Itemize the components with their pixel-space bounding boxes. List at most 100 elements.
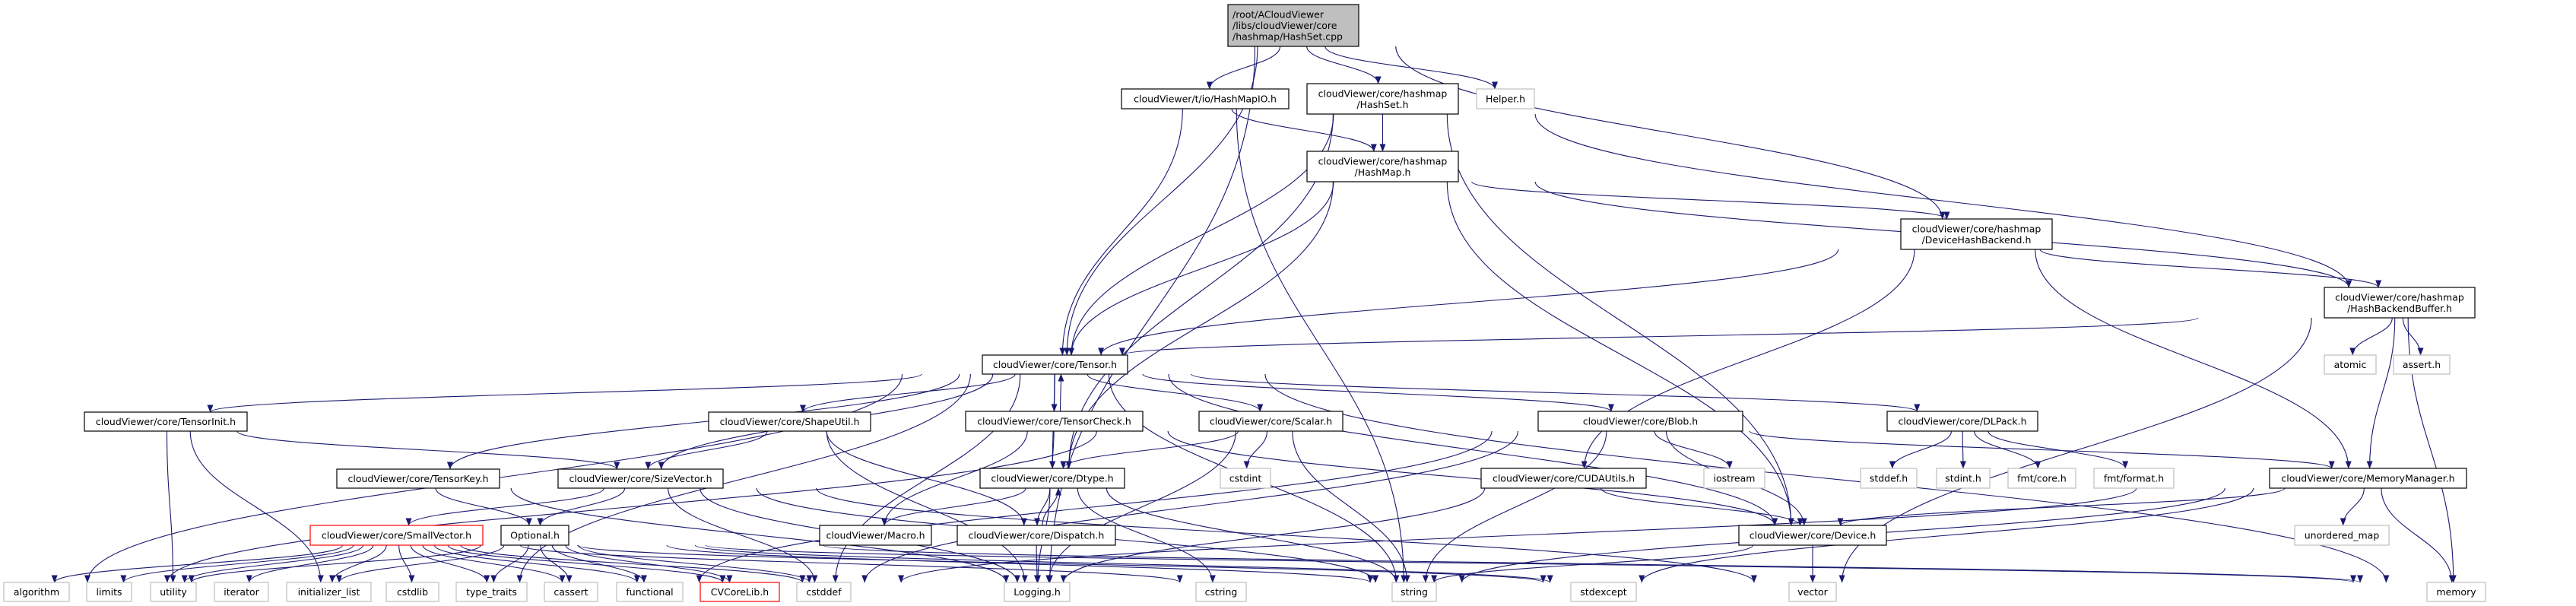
node-stdint[interactable]: stdint.h [1936, 468, 1991, 489]
node-tensorinit[interactable]: cloudViewer/core/TensorInit.h [84, 411, 248, 432]
node-cstdint[interactable]: cstdint [1220, 468, 1271, 489]
edge-tensor-to-scalar [1087, 373, 1264, 412]
edge-smallvector-to-cassert [422, 544, 566, 583]
edge-tensorinit-to-utility [166, 430, 176, 583]
node-initializer_list[interactable]: initializer_list [286, 582, 372, 602]
node-utility[interactable]: utility [150, 582, 197, 602]
node-box [1004, 582, 1071, 602]
node-blob[interactable]: cloudViewer/core/Blob.h [1537, 411, 1743, 432]
node-box [557, 468, 724, 489]
edge-line [398, 544, 415, 583]
edge-devhash-to-hbb [2039, 249, 2381, 288]
node-tensorcheck[interactable]: cloudViewer/core/TensorCheck.h [965, 411, 1144, 432]
edge-hbb-to-tensor [1119, 317, 2199, 356]
node-optional[interactable]: Optional.h [500, 525, 569, 546]
node-functional[interactable]: functional [616, 582, 684, 602]
edge-line [166, 430, 176, 583]
node-cstring[interactable]: cstring [1195, 582, 1247, 602]
node-box [2324, 354, 2377, 375]
node-label: cloudViewer/core/hashmap [1912, 223, 2041, 234]
edge-cudautils-to-logging [1060, 487, 1486, 583]
node-box [1703, 468, 1765, 489]
node-label: utility [160, 586, 187, 598]
node-device[interactable]: cloudViewer/core/Device.h [1738, 525, 1887, 546]
node-cvcorelib[interactable]: CVCoreLib.h [700, 582, 780, 602]
node-cudautils[interactable]: cloudViewer/core/CUDAUtils.h [1480, 468, 1647, 489]
edge-memmgr-to-unordered_map [2340, 487, 2365, 526]
node-cstdlib[interactable]: cstdlib [385, 582, 439, 602]
edge-line [1098, 249, 1839, 356]
edge-line [645, 430, 768, 470]
node-stddef[interactable]: stddef.h [1860, 468, 1918, 489]
node-label: memory [2436, 586, 2476, 598]
node-stdexcept[interactable]: stdexcept [1570, 582, 1637, 602]
edge-line [826, 430, 1028, 583]
node-box [1220, 468, 1271, 489]
edge-line [246, 544, 374, 583]
node-dispatch[interactable]: cloudViewer/core/Dispatch.h [956, 525, 1116, 546]
edge-line [1889, 430, 1952, 469]
edge-shapeutil-to-sizevector [645, 430, 768, 470]
node-macro[interactable]: cloudViewer/Macro.h [819, 525, 932, 546]
edge-dlpack-to-stdint [1959, 430, 1966, 469]
node-memory[interactable]: memory [2426, 582, 2486, 602]
node-string[interactable]: string [1391, 582, 1437, 602]
node-fmtcore[interactable]: fmt/core.h [2007, 468, 2076, 489]
edge-line [510, 487, 1010, 583]
edge-line [1837, 487, 2286, 526]
edge-memmgr-to-memory [2381, 487, 2455, 583]
node-root[interactable]: /root/ACloudViewer/libs/cloudViewer/core… [1227, 4, 1359, 47]
node-dtype[interactable]: cloudViewer/core/Dtype.h [979, 468, 1125, 489]
node-tensorkey[interactable]: cloudViewer/core/TensorKey.h [336, 468, 500, 489]
node-dlpack[interactable]: cloudViewer/core/DLPack.h [1886, 411, 2038, 432]
edge-hashmap_h-to-tensor [1068, 181, 1334, 356]
node-tensor[interactable]: cloudViewer/core/Tensor.h [982, 354, 1128, 375]
node-assert[interactable]: assert.h [2393, 354, 2451, 375]
edge-smallvector-to-memory [705, 544, 2356, 583]
edge-line [832, 373, 1021, 583]
node-label: vector [1797, 586, 1829, 598]
node-atomic[interactable]: atomic [2324, 354, 2377, 375]
edge-optional-to-stdexcept [694, 544, 1553, 583]
edge-line [51, 544, 344, 583]
edge-line [696, 430, 1493, 583]
node-iostream[interactable]: iostream [1703, 468, 1765, 489]
node-cstddef[interactable]: cstddef [796, 582, 852, 602]
node-algorithm[interactable]: algorithm [3, 582, 70, 602]
node-scalar[interactable]: cloudViewer/core/Scalar.h [1198, 411, 1344, 432]
node-memmgr[interactable]: cloudViewer/core/MemoryManager.h [2269, 468, 2467, 489]
node-limits[interactable]: limits [86, 582, 132, 602]
node-logging[interactable]: Logging.h [1004, 582, 1071, 602]
node-label: atomic [2334, 359, 2367, 370]
edge-line [1422, 430, 1607, 583]
edge-line [519, 544, 1183, 583]
edge-optional-to-cassert [540, 544, 573, 583]
node-smallvector[interactable]: cloudViewer/core/SmallVector.h [309, 525, 484, 546]
edge-blob-to-iostream [1654, 430, 1733, 469]
edge-line [1190, 373, 1920, 412]
node-label: iostream [1714, 473, 1756, 484]
edge-line [1243, 430, 1268, 469]
node-hbb[interactable]: cloudViewer/core/hashmap/HashBackendBuff… [2324, 287, 2476, 319]
node-box [336, 468, 500, 489]
node-hashmap_h[interactable]: cloudViewer/core/hashmap/HashMap.h [1306, 151, 1459, 182]
edge-optional-to-cvcorelib [565, 544, 733, 583]
node-hashset_h[interactable]: cloudViewer/core/hashmap/HashSet.h [1306, 83, 1459, 115]
node-unordered_map[interactable]: unordered_map [2294, 525, 2390, 546]
node-shapeutil[interactable]: cloudViewer/core/ShapeUtil.h [708, 411, 871, 432]
node-fmtformat[interactable]: fmt/format.h [2093, 468, 2175, 489]
node-label: assert.h [2403, 359, 2441, 370]
node-cassert[interactable]: cassert [544, 582, 598, 602]
edge-line [1042, 487, 1061, 526]
edge-smallvector-to-initializer_list [328, 544, 387, 583]
edge-blob-to-memmgr [1749, 430, 2335, 469]
node-devhash[interactable]: cloudViewer/core/hashmap/DeviceHashBacke… [1900, 218, 2053, 250]
node-vector[interactable]: vector [1788, 582, 1837, 602]
node-helper[interactable]: Helper.h [1476, 88, 1535, 109]
node-sizevector[interactable]: cloudViewer/core/SizeVector.h [557, 468, 724, 489]
node-type_traits[interactable]: type_traits [455, 582, 528, 602]
node-box [84, 411, 248, 432]
edge-dispatch-to-logging [1033, 544, 1040, 583]
node-iterator[interactable]: iterator [214, 582, 269, 602]
node-hashmapio[interactable]: cloudViewer/t/io/HashMapIO.h [1121, 88, 1290, 109]
